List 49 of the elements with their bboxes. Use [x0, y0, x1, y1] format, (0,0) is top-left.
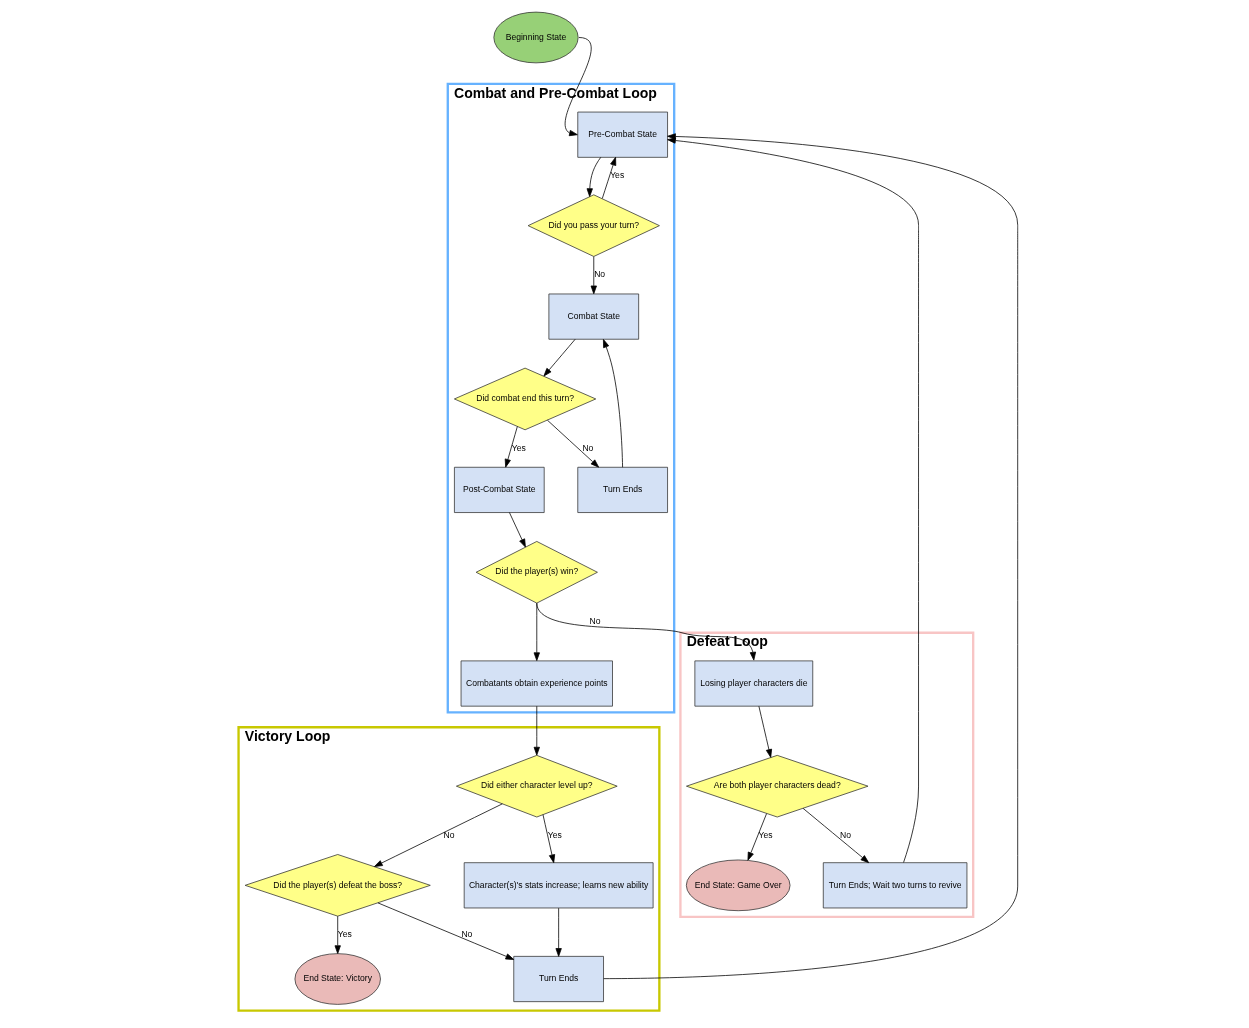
- arrow: [555, 907, 562, 957]
- edge-label: No: [593, 268, 605, 279]
- arrow: [602, 132, 1018, 979]
- edge-label: Yes: [758, 829, 773, 840]
- arrow: [543, 338, 576, 376]
- arrow: [602, 338, 623, 468]
- arrow: [334, 915, 341, 954]
- arrow: [504, 425, 518, 468]
- arrow: [533, 705, 540, 755]
- arrow: [377, 902, 514, 960]
- arrow: [564, 36, 591, 136]
- arrow: [546, 419, 599, 468]
- node-diamond: Are both player characters dead?: [685, 754, 868, 817]
- arrow: [590, 255, 597, 294]
- edge-label: No: [460, 928, 472, 939]
- edge-label: Yes: [609, 169, 624, 180]
- node-ellipse: End State: Game Over: [685, 859, 790, 911]
- arrow: [601, 156, 616, 199]
- node-box: Character(s)'s stats increase; learns new ability: [463, 861, 653, 908]
- node-box: Losing player characters die: [694, 660, 813, 707]
- arrow: [508, 511, 526, 547]
- edge-label: No: [581, 442, 593, 453]
- node-box: Turn Ends: [576, 466, 668, 513]
- edge-label: Yes: [511, 442, 526, 453]
- arrow: [542, 813, 555, 863]
- node-diamond: Did either character level up?: [455, 754, 618, 817]
- node-box: Combatants obtain experience points: [460, 660, 613, 707]
- node-ellipse: End State: Victory: [294, 952, 381, 1005]
- node-box: Turn Ends: [512, 955, 604, 1002]
- arrow: [666, 136, 919, 863]
- node-diamond: Did the player(s) defeat the boss?: [244, 853, 431, 917]
- edge-label: No: [442, 829, 454, 840]
- node-ellipse: Beginning State: [492, 11, 579, 63]
- arrow: [758, 705, 772, 758]
- arrow: [802, 807, 869, 863]
- node-box: Turn Ends; Wait two turns to revive: [822, 861, 967, 908]
- arrow: [373, 802, 503, 867]
- node-box: Pre-Combat State: [576, 111, 668, 158]
- edge-label: No: [588, 615, 600, 626]
- node-diamond: Did you pass your turn?: [527, 193, 660, 257]
- arrow: [586, 156, 601, 197]
- node-box: Combat State: [548, 293, 639, 340]
- arrow: [747, 812, 767, 861]
- node-diamond: Did the player(s) win?: [475, 540, 598, 603]
- edge-label: Yes: [547, 829, 562, 840]
- edge-label: Yes: [337, 928, 352, 939]
- arrow: [535, 602, 756, 660]
- edge-label: No: [839, 829, 851, 840]
- node-box: Post-Combat State: [453, 466, 545, 513]
